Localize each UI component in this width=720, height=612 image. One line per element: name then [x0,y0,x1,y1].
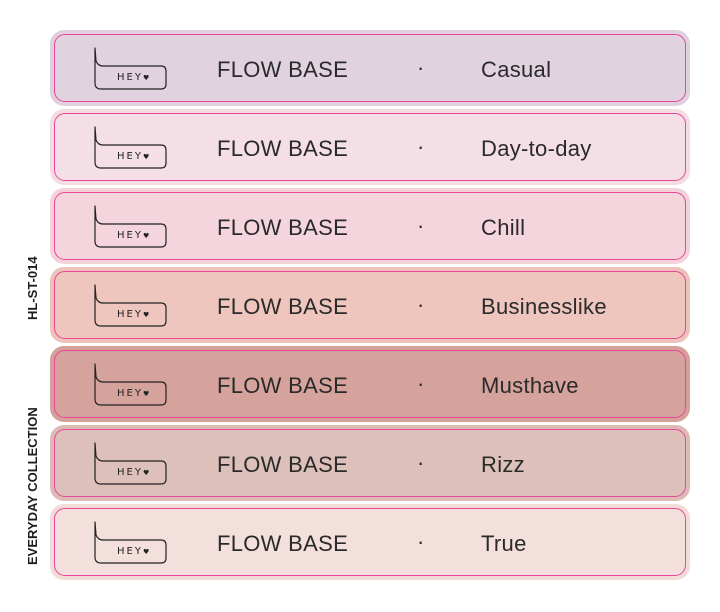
speech-bubble-icon: HEY♥ [91,124,167,170]
variant-label: Chill [481,215,526,240]
product-name: FLOW BASE [217,215,349,240]
variant-row[interactable]: HEY♥ FLOW BASE · Day-to-day [50,109,690,185]
variant-row[interactable]: HEY♥ FLOW BASE · Chill [50,188,690,264]
heart-icon: ♥ [142,548,150,556]
product-name: FLOW BASE [217,452,349,477]
variant-card: HEY♥ FLOW BASE · Day-to-day [54,113,686,181]
variant-label: True [481,531,527,556]
variant-card: HEY♥ FLOW BASE · Businesslike [54,271,686,339]
variant-card: HEY♥ FLOW BASE · Rizz [54,429,686,497]
separator-dot: · [417,134,425,159]
speech-bubble-icon: HEY♥ [91,282,167,328]
separator-dot: · [417,55,425,80]
separator-dot: · [417,371,425,396]
variant-label: Musthave [481,373,579,398]
bubble-text: HEY♥ [117,546,150,557]
bubble-text: HEY♥ [117,467,150,478]
product-name: FLOW BASE [217,531,349,556]
bubble-text: HEY♥ [117,230,150,241]
variant-card: HEY♥ FLOW BASE · Musthave [54,350,686,418]
speech-bubble-icon: HEY♥ [91,440,167,486]
product-name: FLOW BASE [217,57,349,82]
speech-bubble-icon: HEY♥ [91,203,167,249]
heart-icon: ♥ [142,232,150,240]
product-name: FLOW BASE [217,294,349,319]
variant-row[interactable]: HEY♥ FLOW BASE · Musthave [50,346,690,422]
variant-card: HEY♥ FLOW BASE · Casual [54,34,686,102]
speech-bubble-icon: HEY♥ [91,361,167,407]
heart-icon: ♥ [142,469,150,477]
product-name: FLOW BASE [217,136,349,161]
variant-card: HEY♥ FLOW BASE · True [54,508,686,576]
separator-dot: · [417,529,425,554]
variant-label: Day-to-day [481,136,592,161]
variant-label: Casual [481,57,552,82]
product-name: FLOW BASE [217,373,349,398]
separator-dot: · [417,213,425,238]
heart-icon: ♥ [142,390,150,398]
separator-dot: · [417,292,425,317]
separator-dot: · [417,450,425,475]
variant-label: Rizz [481,452,525,477]
variant-row[interactable]: HEY♥ FLOW BASE · Casual [50,30,690,106]
heart-icon: ♥ [142,311,150,319]
heart-icon: ♥ [142,153,150,161]
product-code-label: HL-ST-014 [25,256,40,320]
variant-row[interactable]: HEY♥ FLOW BASE · True [50,504,690,580]
speech-bubble-icon: HEY♥ [91,519,167,565]
variant-row[interactable]: HEY♥ FLOW BASE · Businesslike [50,267,690,343]
variant-card: HEY♥ FLOW BASE · Chill [54,192,686,260]
heart-icon: ♥ [142,74,150,82]
bubble-text: HEY♥ [117,388,150,399]
speech-bubble-icon: HEY♥ [91,45,167,91]
bubble-text: HEY♥ [117,151,150,162]
variant-label: Businesslike [481,294,607,319]
variant-row[interactable]: HEY♥ FLOW BASE · Rizz [50,425,690,501]
bubble-text: HEY♥ [117,309,150,320]
collection-label: EVERYDAY COLLECTION [25,407,40,565]
bubble-text: HEY♥ [117,72,150,83]
